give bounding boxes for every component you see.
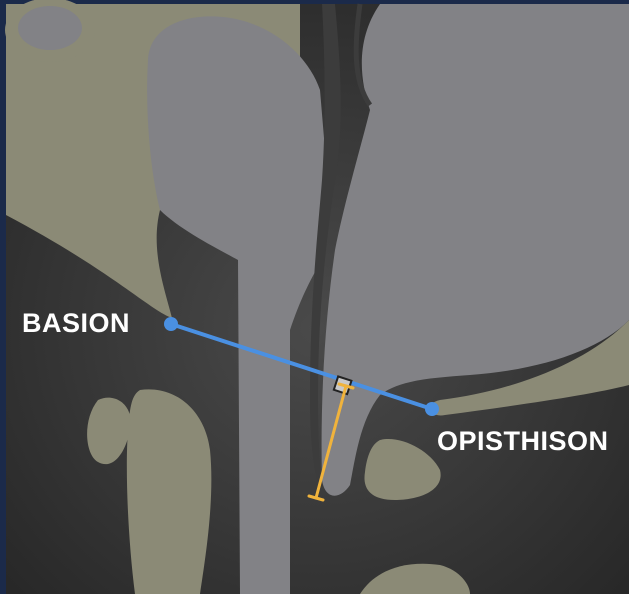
dens-bone (127, 389, 212, 594)
eye-inner (18, 6, 82, 50)
opisthion-point (425, 402, 439, 416)
opisthion-label: OPISTHISON (437, 426, 609, 457)
basion-point (164, 317, 178, 331)
basion-label: BASION (22, 308, 130, 339)
